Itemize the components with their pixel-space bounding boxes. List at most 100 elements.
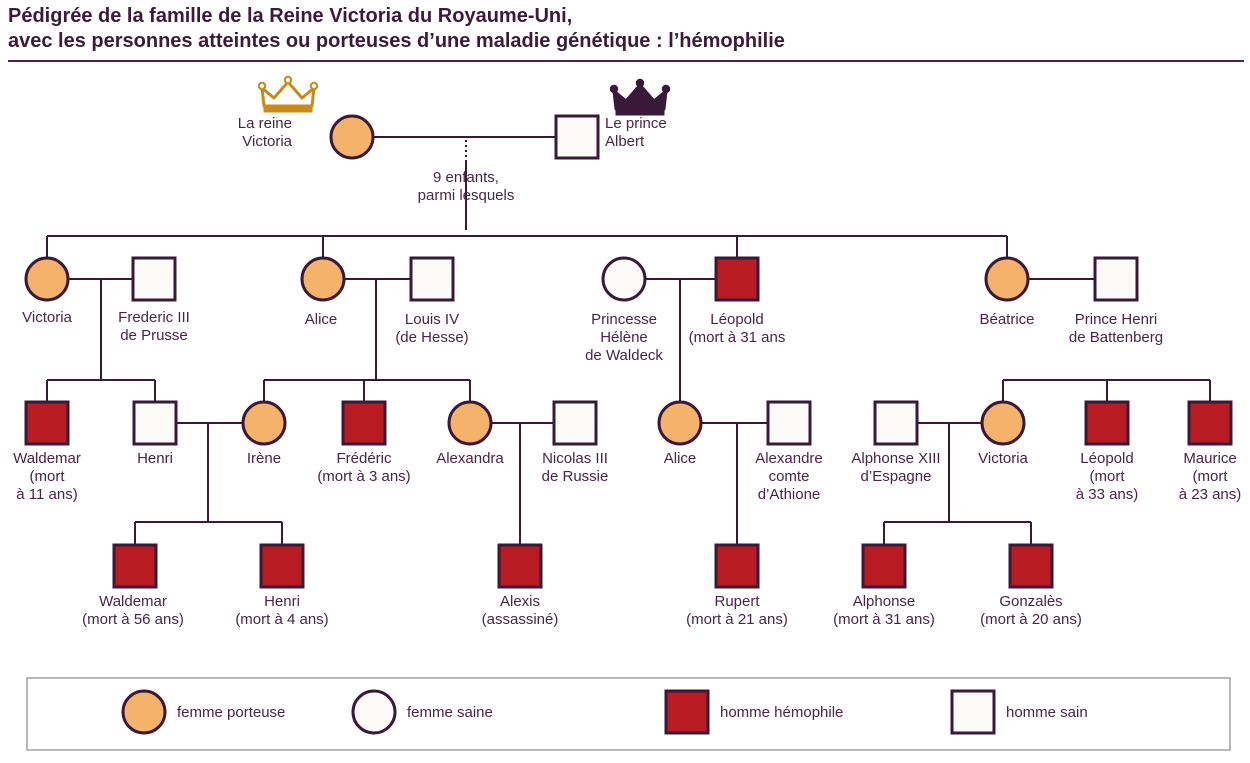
person-label-line: Louis IV	[405, 311, 459, 328]
person-label: Rupert(mort à 21 ans)	[686, 593, 788, 628]
person-label-line: (assassiné)	[482, 611, 559, 628]
person-label: Alphonse(mort à 31 ans)	[833, 593, 935, 628]
person-label-line: comte	[769, 468, 810, 485]
person-label-line: de Battenberg	[1069, 329, 1163, 346]
person-label: Béatrice	[979, 311, 1034, 328]
person-alphonse: Alphonse(mort à 31 ans)	[833, 543, 935, 628]
person-alice: Alice	[300, 256, 346, 328]
person-label: Victoria	[22, 309, 72, 326]
person-waldemar2: Waldemar(mort à 56 ans)	[82, 543, 184, 628]
male-symbol	[873, 400, 919, 446]
female-symbol	[601, 256, 647, 302]
female-symbol	[657, 400, 703, 446]
children-note-line: 9 enfants,	[433, 169, 499, 186]
person-label-line: Alphonse XIII	[851, 450, 940, 467]
person-label-line: Hélène	[600, 329, 648, 346]
legend-box	[26, 677, 1231, 751]
male-symbol	[1084, 400, 1130, 446]
title-line-2: avec les personnes atteintes ou porteuse…	[8, 30, 785, 52]
person-louis: Louis IV(de Hesse)	[395, 256, 469, 346]
person-label-line: Léopold	[1080, 450, 1133, 467]
crown-jewel	[257, 81, 267, 91]
female-symbol	[984, 256, 1030, 302]
person-label-line: Victoria	[978, 450, 1028, 467]
legend-symbol	[351, 689, 397, 735]
male-symbol	[861, 543, 907, 589]
person-label-line: Princesse	[591, 311, 657, 328]
person-label-line: Gonzalès	[999, 593, 1062, 610]
person-label-line: à 11 ans)	[16, 486, 77, 503]
children-note: 9 enfants,parmi lesquels	[418, 169, 515, 204]
crown-jewel	[609, 84, 619, 94]
legend-item: homme sain	[950, 689, 1088, 735]
person-alice2: Alice	[657, 400, 703, 467]
person-label-line: Henri	[137, 450, 173, 467]
person-label: Victoria	[978, 450, 1028, 467]
person-label-line: Rupert	[714, 593, 760, 610]
person-label-line: (mort à 31 ans)	[833, 611, 935, 628]
legend-symbol	[121, 689, 167, 735]
female-symbol	[447, 400, 493, 446]
crown-band	[263, 105, 313, 113]
person-label: Alice	[305, 311, 338, 328]
person-label-line: d’Espagne	[861, 468, 932, 485]
legend-symbol	[950, 689, 996, 735]
person-label: Henri(mort à 4 ans)	[235, 593, 328, 628]
person-label: Alice	[664, 450, 697, 467]
person-label: Frédéric(mort à 3 ans)	[317, 450, 410, 485]
person-label: Léopold(mort à 31 ans	[689, 311, 786, 346]
person-label-line: (mort	[1090, 468, 1126, 485]
crown-jewel	[309, 81, 319, 91]
crown-jewel	[661, 84, 671, 94]
person-label-line: Alphonse	[853, 593, 916, 610]
title-line-1: Pédigrée de la famille de la Reine Victo…	[8, 5, 573, 27]
legend-item: femme saine	[351, 689, 493, 735]
crown-jewel	[283, 75, 293, 85]
legend-label: homme sain	[1006, 704, 1088, 721]
person-label-line: Nicolas III	[542, 450, 608, 467]
person-label-line: Léopold	[710, 311, 763, 328]
person-label: Waldemar(mort à 56 ans)	[82, 593, 184, 628]
male-symbol	[341, 400, 387, 446]
male-symbol	[112, 543, 158, 589]
male-symbol	[554, 114, 600, 160]
person-label-line: Prince Henri	[1075, 311, 1158, 328]
crown-icon	[609, 78, 671, 116]
male-symbol	[1093, 256, 1139, 302]
person-label-line: de Waldeck	[585, 347, 663, 364]
person-label-line: Alice	[305, 311, 338, 328]
person-label-line: Albert	[605, 133, 645, 150]
male-symbol	[766, 400, 812, 446]
legend: femme porteuse femme saine homme hémophile…	[26, 677, 1231, 751]
person-label-line: Waldemar	[99, 593, 167, 610]
legend-symbol	[664, 689, 710, 735]
legend-label: homme hémophile	[720, 704, 843, 721]
crown-body	[612, 83, 668, 111]
crown-body	[260, 80, 316, 108]
person-label-line: Alexandre	[755, 450, 823, 467]
person-label-line: (mort à 56 ans)	[82, 611, 184, 628]
male-symbol	[1008, 543, 1054, 589]
male-symbol	[24, 400, 70, 446]
legend-label: femme saine	[407, 704, 493, 721]
person-victoria-daughter: Victoria	[22, 256, 73, 326]
person-rupert: Rupert(mort à 21 ans)	[686, 543, 788, 628]
person-label-line: Alexandra	[436, 450, 504, 467]
male-symbol	[1187, 400, 1233, 446]
legend-item: femme porteuse	[121, 689, 285, 735]
